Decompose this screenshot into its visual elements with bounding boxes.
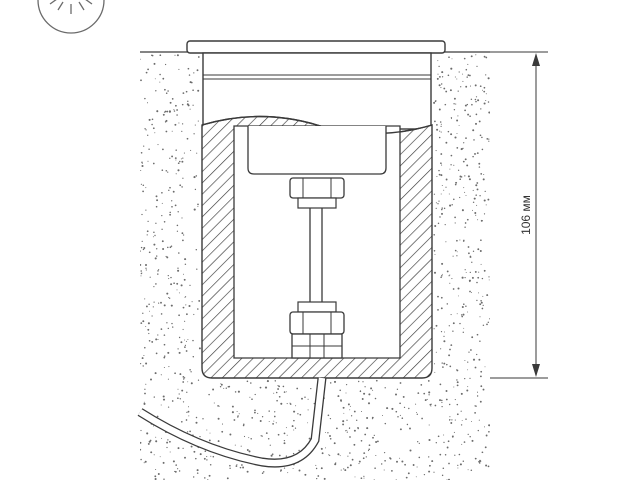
inner-cup [247, 126, 387, 175]
lamp-fixture [186, 40, 446, 379]
cable-rod [309, 197, 323, 311]
dimension-indicator: 106 мм [445, 51, 548, 379]
sun-icon [37, 0, 105, 34]
dimension-label: 106 мм [519, 195, 533, 235]
lamp-flange [186, 40, 446, 54]
lower-cable-gland [289, 301, 345, 359]
power-cable [137, 377, 327, 468]
upper-cable-gland [289, 177, 345, 209]
lamp-housing [202, 52, 432, 130]
